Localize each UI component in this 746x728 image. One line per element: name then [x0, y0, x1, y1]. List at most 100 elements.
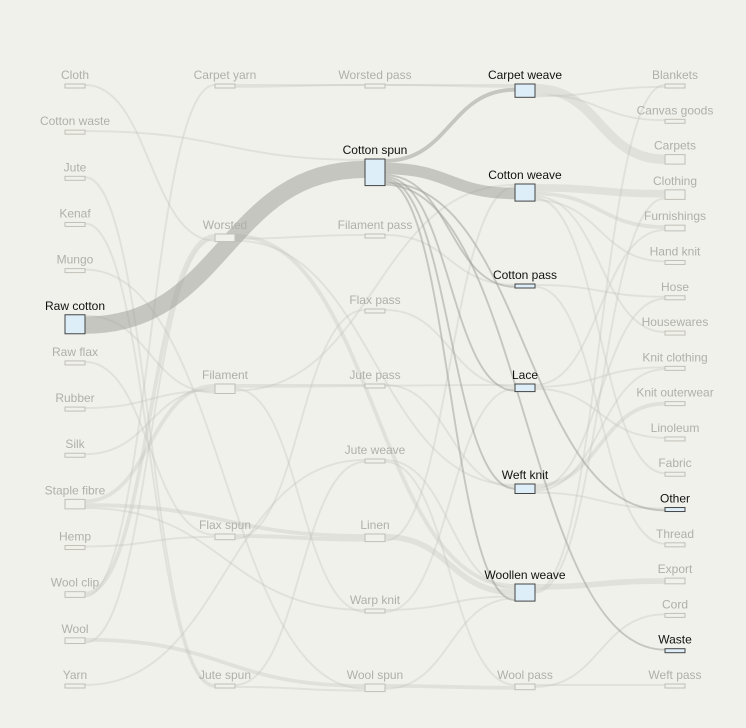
link-jute_weave-to-wool_pass[interactable] [384, 460, 516, 686]
link-jute-to-jute_spun[interactable] [84, 176, 216, 686]
node-waste[interactable] [664, 648, 686, 654]
link-cloth-to-worsted[interactable] [84, 84, 216, 242]
node-raw_flax[interactable] [64, 360, 86, 366]
link-staple_fibre-to-filament[interactable] [84, 384, 216, 504]
link-worsted-to-weft_knit[interactable] [234, 239, 516, 486]
link-wool_clip-to-carpet_yarn[interactable] [84, 84, 216, 598]
node-clothing[interactable] [664, 189, 686, 200]
link-flax_spun-to-linen[interactable] [234, 534, 366, 542]
node-worsted[interactable] [214, 233, 236, 243]
link-filament-to-warp_knit[interactable] [234, 387, 366, 613]
link-cotton_spun-to-weft_knit[interactable] [384, 178, 516, 490]
node-wool[interactable] [64, 637, 86, 645]
node-cloth[interactable] [64, 83, 86, 89]
link-wool_clip-to-worsted[interactable] [84, 234, 216, 596]
link-wool-to-worsted[interactable] [84, 237, 216, 644]
node-carpet_weave[interactable] [514, 83, 536, 98]
link-cotton_spun-to-cotton_weave[interactable] [384, 162, 516, 200]
link-carpet_weave-to-carpets[interactable] [534, 84, 666, 165]
link-warp_knit-to-lace[interactable] [384, 387, 516, 613]
node-hand_knit[interactable] [664, 259, 686, 265]
link-cotton_pass-to-thread[interactable] [534, 285, 666, 545]
link-kenaf-to-jute_spun[interactable] [84, 222, 216, 688]
node-mungo[interactable] [64, 268, 86, 274]
link-cotton_spun-to-woollen_weave[interactable] [384, 179, 516, 602]
link-wool_spun-to-wool_pass[interactable] [384, 684, 516, 690]
link-weft_knit-to-knit_clothing[interactable] [534, 368, 666, 492]
node-worsted_pass[interactable] [364, 83, 386, 89]
link-woollen_weave-to-export[interactable] [534, 578, 666, 590]
link-filament-to-cotton_weave[interactable] [234, 184, 516, 392]
node-jute_weave[interactable] [364, 458, 386, 464]
link-flax_spun-to-flax_pass[interactable] [234, 309, 366, 540]
node-cotton_weave[interactable] [514, 183, 536, 202]
node-fabric[interactable] [664, 471, 686, 477]
node-furnishings[interactable] [664, 224, 686, 232]
link-cotton_pass-to-hose[interactable] [534, 284, 666, 298]
link-cotton_weave-to-furnishings[interactable] [534, 191, 666, 229]
node-canvas_goods[interactable] [664, 118, 686, 124]
node-linen[interactable] [364, 533, 386, 543]
link-linen-to-woollen_weave[interactable] [384, 534, 516, 596]
node-cotton_waste[interactable] [64, 129, 86, 135]
node-silk[interactable] [64, 452, 86, 458]
link-cotton_weave-to-fabric[interactable] [534, 197, 666, 475]
link-hemp-to-flax_spun[interactable] [84, 535, 216, 548]
link-staple_fibre-to-warp_knit[interactable] [84, 506, 366, 611]
node-knit_outerwear[interactable] [664, 401, 686, 407]
link-weft_knit-to-other[interactable] [534, 491, 666, 510]
node-linoleum[interactable] [664, 436, 686, 442]
link-jute_pass-to-weft_knit[interactable] [384, 384, 516, 488]
link-lace-to-furnishings[interactable] [534, 228, 666, 386]
node-wool_pass[interactable] [514, 683, 536, 691]
link-staple_fibre-to-linen[interactable] [84, 503, 366, 538]
link-linen-to-cotton_weave[interactable] [384, 185, 516, 542]
node-housewares[interactable] [664, 330, 686, 336]
link-mungo-to-wool_spun[interactable] [84, 268, 366, 690]
link-cotton_spun-to-cotton_pass[interactable] [384, 174, 516, 288]
node-jute_spun[interactable] [214, 683, 236, 689]
link-cotton_waste-to-cotton_spun[interactable] [84, 130, 366, 161]
node-thread[interactable] [664, 542, 686, 548]
link-carpet_yarn-to-worsted_pass[interactable] [234, 84, 366, 88]
link-jute_spun-to-jute_weave[interactable] [234, 460, 366, 686]
node-carpets[interactable] [664, 154, 686, 165]
link-wool_spun-to-woollen_weave[interactable] [384, 597, 516, 690]
link-weft_knit-to-knit_outerwear[interactable] [534, 401, 666, 488]
link-wool_pass-to-cord[interactable] [534, 613, 666, 688]
node-weft_pass[interactable] [664, 683, 686, 689]
node-knit_clothing[interactable] [664, 365, 686, 371]
node-yarn[interactable] [64, 683, 86, 689]
link-warp_knit-to-woollen_weave[interactable] [384, 595, 516, 611]
link-cotton_weave-to-clothing[interactable] [534, 184, 666, 198]
link-silk-to-filament[interactable] [84, 387, 216, 456]
node-hemp[interactable] [64, 545, 86, 551]
link-cotton_spun-to-lace[interactable] [384, 176, 516, 392]
link-cotton_spun-to-waste[interactable] [384, 183, 666, 651]
link-worsted-to-filament_pass[interactable] [234, 234, 366, 240]
node-flax_spun[interactable] [214, 533, 236, 541]
node-blankets[interactable] [664, 83, 686, 89]
node-filament[interactable] [214, 383, 236, 394]
link-flax_pass-to-lace[interactable] [384, 309, 516, 388]
node-kenaf[interactable] [64, 221, 86, 227]
node-cord[interactable] [664, 612, 686, 618]
node-jute[interactable] [64, 175, 86, 181]
node-wool_spun[interactable] [364, 683, 386, 693]
node-carpet_yarn[interactable] [214, 83, 236, 89]
node-export[interactable] [664, 577, 686, 585]
link-raw_flax-to-flax_spun[interactable] [84, 360, 216, 536]
link-jute_spun-to-wool_spun[interactable] [234, 685, 366, 692]
node-raw_cotton[interactable] [64, 314, 86, 335]
link-woollen_weave-to-clothing[interactable] [534, 197, 666, 594]
node-hose[interactable] [664, 295, 686, 301]
link-weft_knit-to-hose[interactable] [534, 297, 666, 490]
node-lace[interactable] [514, 383, 536, 393]
link-worsted_pass-to-carpet_weave[interactable] [384, 84, 516, 88]
link-cotton_spun-to-carpet_weave[interactable] [384, 87, 516, 163]
node-staple_fibre[interactable] [64, 498, 86, 510]
node-rubber[interactable] [64, 406, 86, 412]
link-carpet_weave-to-canvas_goods[interactable] [534, 93, 666, 122]
link-lace-to-knit_clothing[interactable] [534, 366, 666, 388]
node-jute_pass[interactable] [364, 383, 386, 389]
